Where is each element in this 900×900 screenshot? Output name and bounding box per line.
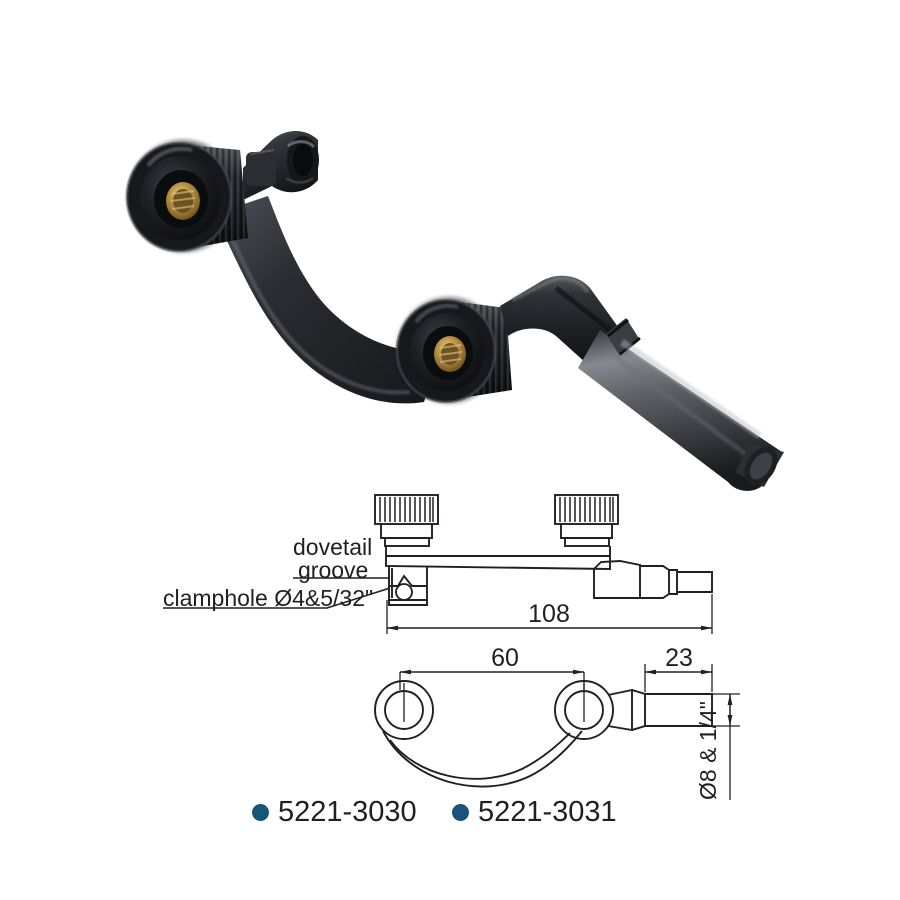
photo-pin-shaft [578,318,784,491]
side-knob-left [374,494,439,547]
bullet-icon [452,804,469,821]
dim-diameter-label: Ø8 & 1/4" [695,701,721,800]
part-number-list: 5221-3030 5221-3031 [0,798,900,848]
side-knob-right [554,494,619,547]
clamphole-label: clamphole Ø4&5/32" [163,585,373,611]
top-view-dimensions [399,664,740,800]
drawing-top-view [374,680,713,788]
side-pin-assembly [593,560,713,599]
top-left-boss-outer [374,680,434,740]
dim-23-label: 23 [665,644,693,672]
part-number-item-2[interactable]: 5221-3031 [452,798,617,827]
photo-knob-lower [395,297,512,404]
drawing-side-view [374,494,713,606]
top-view-centermarks [403,683,585,722]
part-number-item-1[interactable]: 5221-3030 [252,798,417,827]
dim-60-label: 60 [491,644,519,672]
side-dovetail-block [388,566,428,606]
dim-60 [399,669,585,690]
clamphole-leader [163,587,391,609]
photo-knob-upper [125,140,248,253]
dim-108-label: 108 [528,600,570,628]
part-number-label: 5221-3031 [478,796,617,828]
dim-diameter [712,693,740,800]
bullet-icon [252,804,269,821]
side-view-annotations [163,577,713,634]
dovetail-label-line2: groove [298,557,368,583]
dim-23 [644,664,713,692]
photo-arm-body [214,196,440,404]
part-number-label: 5221-3030 [278,796,417,828]
dovetail-label-line1: dovetail [293,534,372,560]
photo-clamp-head [243,131,319,200]
dim-108 [386,594,713,634]
